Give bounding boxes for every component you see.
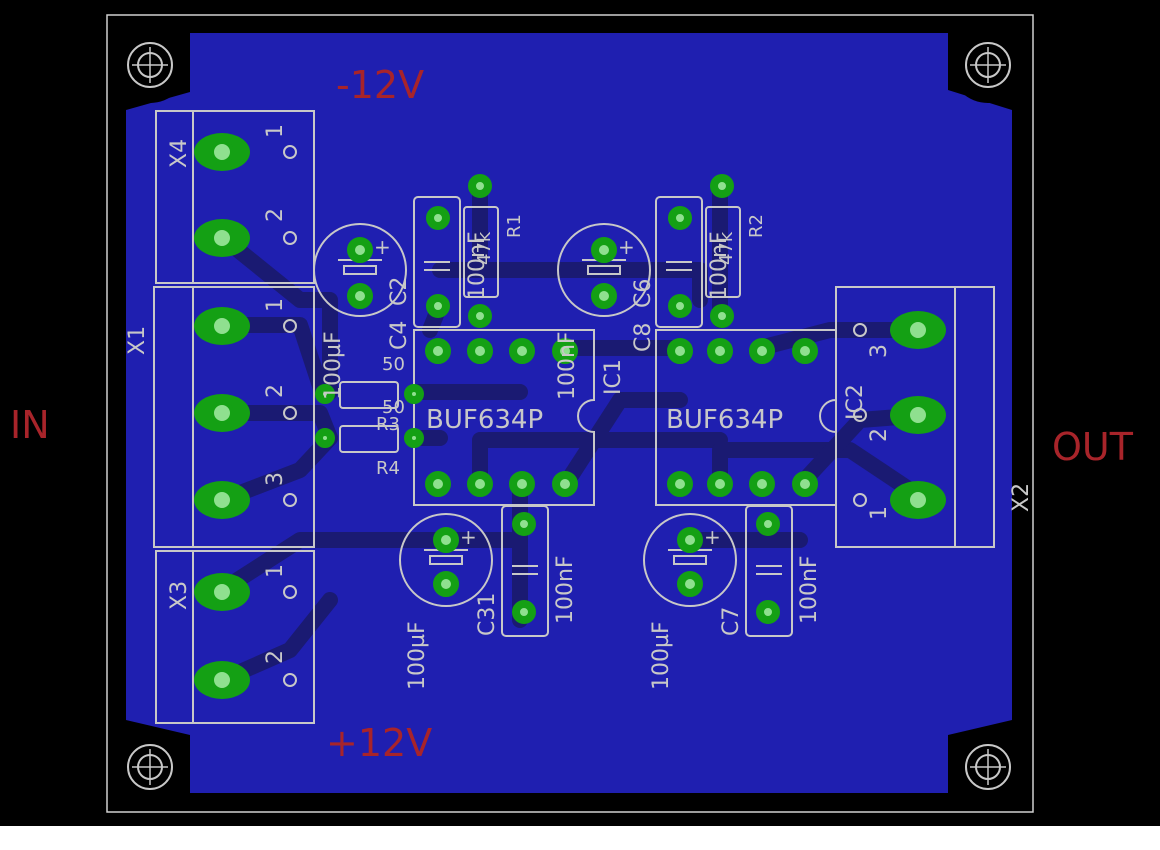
r3-value: 50 — [382, 354, 405, 375]
c6-value: 100nF — [707, 231, 732, 300]
c2-value: 100nF — [465, 231, 490, 300]
c3-value: 100nF — [553, 555, 578, 624]
c4-plus: + — [374, 235, 391, 259]
ic-outlines — [413, 329, 837, 506]
c8-name: C8 — [631, 323, 656, 352]
c7-value: 100µF — [649, 621, 674, 690]
c31-value: 100µF — [405, 621, 430, 690]
r2-name: R2 — [746, 214, 767, 238]
x3-name: X3 — [167, 581, 192, 610]
bottom-strip — [0, 826, 1160, 850]
x4-pin1: 1 — [263, 124, 288, 138]
polarity-marks: + + + + — [374, 235, 721, 549]
connector-outlines — [153, 110, 995, 724]
x4-pin2: 2 — [263, 208, 288, 222]
copper-pour — [126, 33, 1012, 793]
x3-pin2: 2 — [263, 650, 288, 664]
c8-plus: + — [618, 235, 635, 259]
pin-marks — [283, 145, 867, 687]
net-labels: -12V +12V IN OUT — [10, 63, 1134, 765]
c4-name: C4 — [387, 321, 412, 350]
x2-name: X2 — [1009, 483, 1034, 512]
net-label-out: OUT — [1052, 425, 1134, 469]
c31-plus: + — [460, 525, 477, 549]
mounting-holes — [112, 27, 1026, 805]
x2-pin3: 3 — [867, 344, 892, 358]
net-label-plus12: +12V — [326, 721, 432, 765]
x1-pin1: 1 — [263, 298, 288, 312]
ic2-name: IC2 — [843, 384, 868, 420]
x1-name: X1 — [125, 326, 150, 355]
net-label-minus12: -12V — [336, 63, 424, 107]
r1-name: R1 — [504, 214, 525, 238]
ic2-value: BUF634P — [666, 405, 783, 435]
c8-value: 100nF — [555, 331, 580, 400]
r1-value: 47k — [474, 231, 495, 265]
ic1-value: BUF634P — [426, 405, 543, 435]
c4-value: 100µF — [321, 331, 346, 400]
net-label-in: IN — [10, 403, 50, 447]
component-labels: BUF634P BUF634P IC1 IC2 X4 X1 X3 X2 1 2 … — [125, 124, 1034, 690]
ic1-name: IC1 — [601, 359, 626, 395]
x3-pin1: 1 — [263, 564, 288, 578]
part-outlines — [313, 196, 793, 637]
c2-name: C2 — [387, 277, 412, 306]
c31-name: C31 — [475, 593, 500, 636]
x1-pin3: 3 — [263, 472, 288, 486]
c7-name: C7 — [719, 607, 744, 636]
c7-plus: + — [704, 525, 721, 549]
c5-value: 100nF — [797, 555, 822, 624]
r2-value: 47k — [716, 231, 737, 265]
r4-value: 50 — [382, 397, 405, 418]
x2-pin2: 2 — [867, 428, 892, 442]
c6-name: C6 — [631, 279, 656, 308]
x1-pin2: 2 — [263, 384, 288, 398]
pads — [194, 133, 946, 699]
r3-name: R3 — [376, 414, 400, 435]
x4-name: X4 — [167, 139, 192, 168]
board-outline — [106, 14, 1034, 813]
r4-name: R4 — [376, 458, 400, 479]
x2-pin1: 1 — [867, 506, 892, 520]
